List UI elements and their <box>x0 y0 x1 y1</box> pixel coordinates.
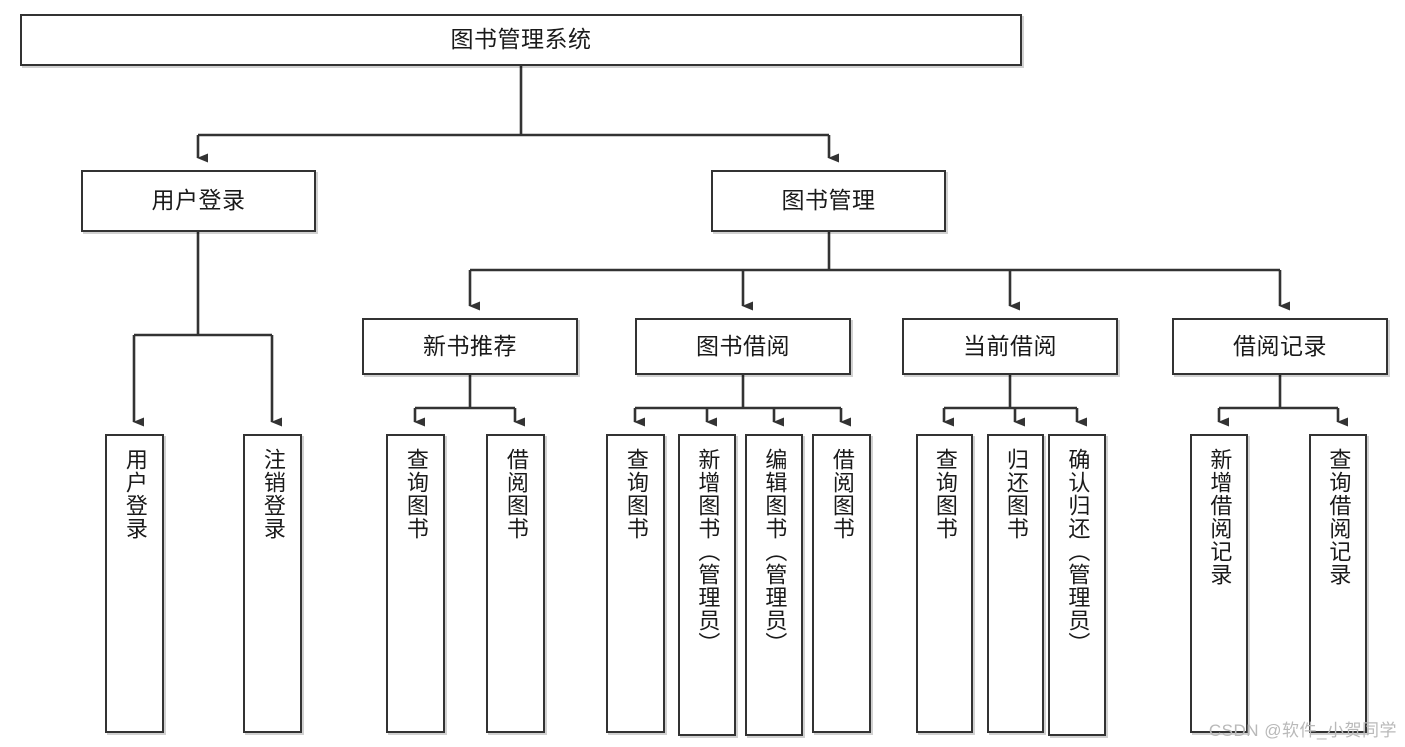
node-leaf-logout[interactable]: 注销登录 <box>243 434 302 733</box>
node-leaf-query-book-borrow[interactable]: 查询图书 <box>606 434 665 733</box>
node-leaf-query-record[interactable]: 查询借阅记录 <box>1309 434 1367 733</box>
node-new-book-rec[interactable]: 新书推荐 <box>362 318 578 375</box>
node-new-book-rec-label: 新书推荐 <box>423 332 517 359</box>
node-leaf-logout-label: 注销登录 <box>260 448 286 540</box>
node-user-login-label: 用户登录 <box>151 187 246 214</box>
node-borrow-record[interactable]: 借阅记录 <box>1172 318 1388 375</box>
node-user-login[interactable]: 用户登录 <box>81 170 316 232</box>
node-leaf-borrow-book-rec[interactable]: 借阅图书 <box>486 434 545 733</box>
node-book-borrow[interactable]: 图书借阅 <box>635 318 851 375</box>
node-leaf-user-login-label: 用户登录 <box>122 448 148 540</box>
node-leaf-return-book[interactable]: 归还图书 <box>987 434 1044 733</box>
node-leaf-query-record-label: 查询借阅记录 <box>1326 448 1352 586</box>
node-leaf-borrow-book-label: 借阅图书 <box>829 448 855 540</box>
node-current-borrow[interactable]: 当前借阅 <box>902 318 1118 375</box>
node-leaf-borrow-book-rec-label: 借阅图书 <box>503 448 529 540</box>
node-leaf-borrow-book[interactable]: 借阅图书 <box>812 434 871 733</box>
node-root-label: 图书管理系统 <box>450 26 592 53</box>
node-leaf-add-record-label: 新增借阅记录 <box>1207 448 1233 586</box>
node-leaf-add-record[interactable]: 新增借阅记录 <box>1190 434 1248 733</box>
node-root[interactable]: 图书管理系统 <box>20 14 1022 66</box>
node-leaf-edit-book-label: 编辑图书（管理员） <box>762 448 788 655</box>
node-book-manage[interactable]: 图书管理 <box>711 170 946 232</box>
node-leaf-query-book-borrow-label: 查询图书 <box>623 448 649 540</box>
node-leaf-edit-book[interactable]: 编辑图书（管理员） <box>745 434 803 736</box>
node-leaf-query-book-rec[interactable]: 查询图书 <box>386 434 445 733</box>
node-leaf-query-book-cur[interactable]: 查询图书 <box>916 434 973 733</box>
node-leaf-confirm-return-label: 确认归还（管理员） <box>1065 448 1091 655</box>
node-borrow-record-label: 借阅记录 <box>1233 332 1327 359</box>
node-current-borrow-label: 当前借阅 <box>963 332 1057 359</box>
node-leaf-query-book-rec-label: 查询图书 <box>403 448 429 540</box>
node-leaf-user-login[interactable]: 用户登录 <box>105 434 164 733</box>
node-book-manage-label: 图书管理 <box>781 187 876 214</box>
node-leaf-add-book-label: 新增图书（管理员） <box>695 448 721 655</box>
node-book-borrow-label: 图书借阅 <box>696 332 790 359</box>
node-leaf-return-book-label: 归还图书 <box>1003 448 1029 540</box>
node-leaf-confirm-return[interactable]: 确认归还（管理员） <box>1048 434 1106 736</box>
node-leaf-query-book-cur-label: 查询图书 <box>932 448 958 540</box>
node-leaf-add-book[interactable]: 新增图书（管理员） <box>678 434 736 736</box>
